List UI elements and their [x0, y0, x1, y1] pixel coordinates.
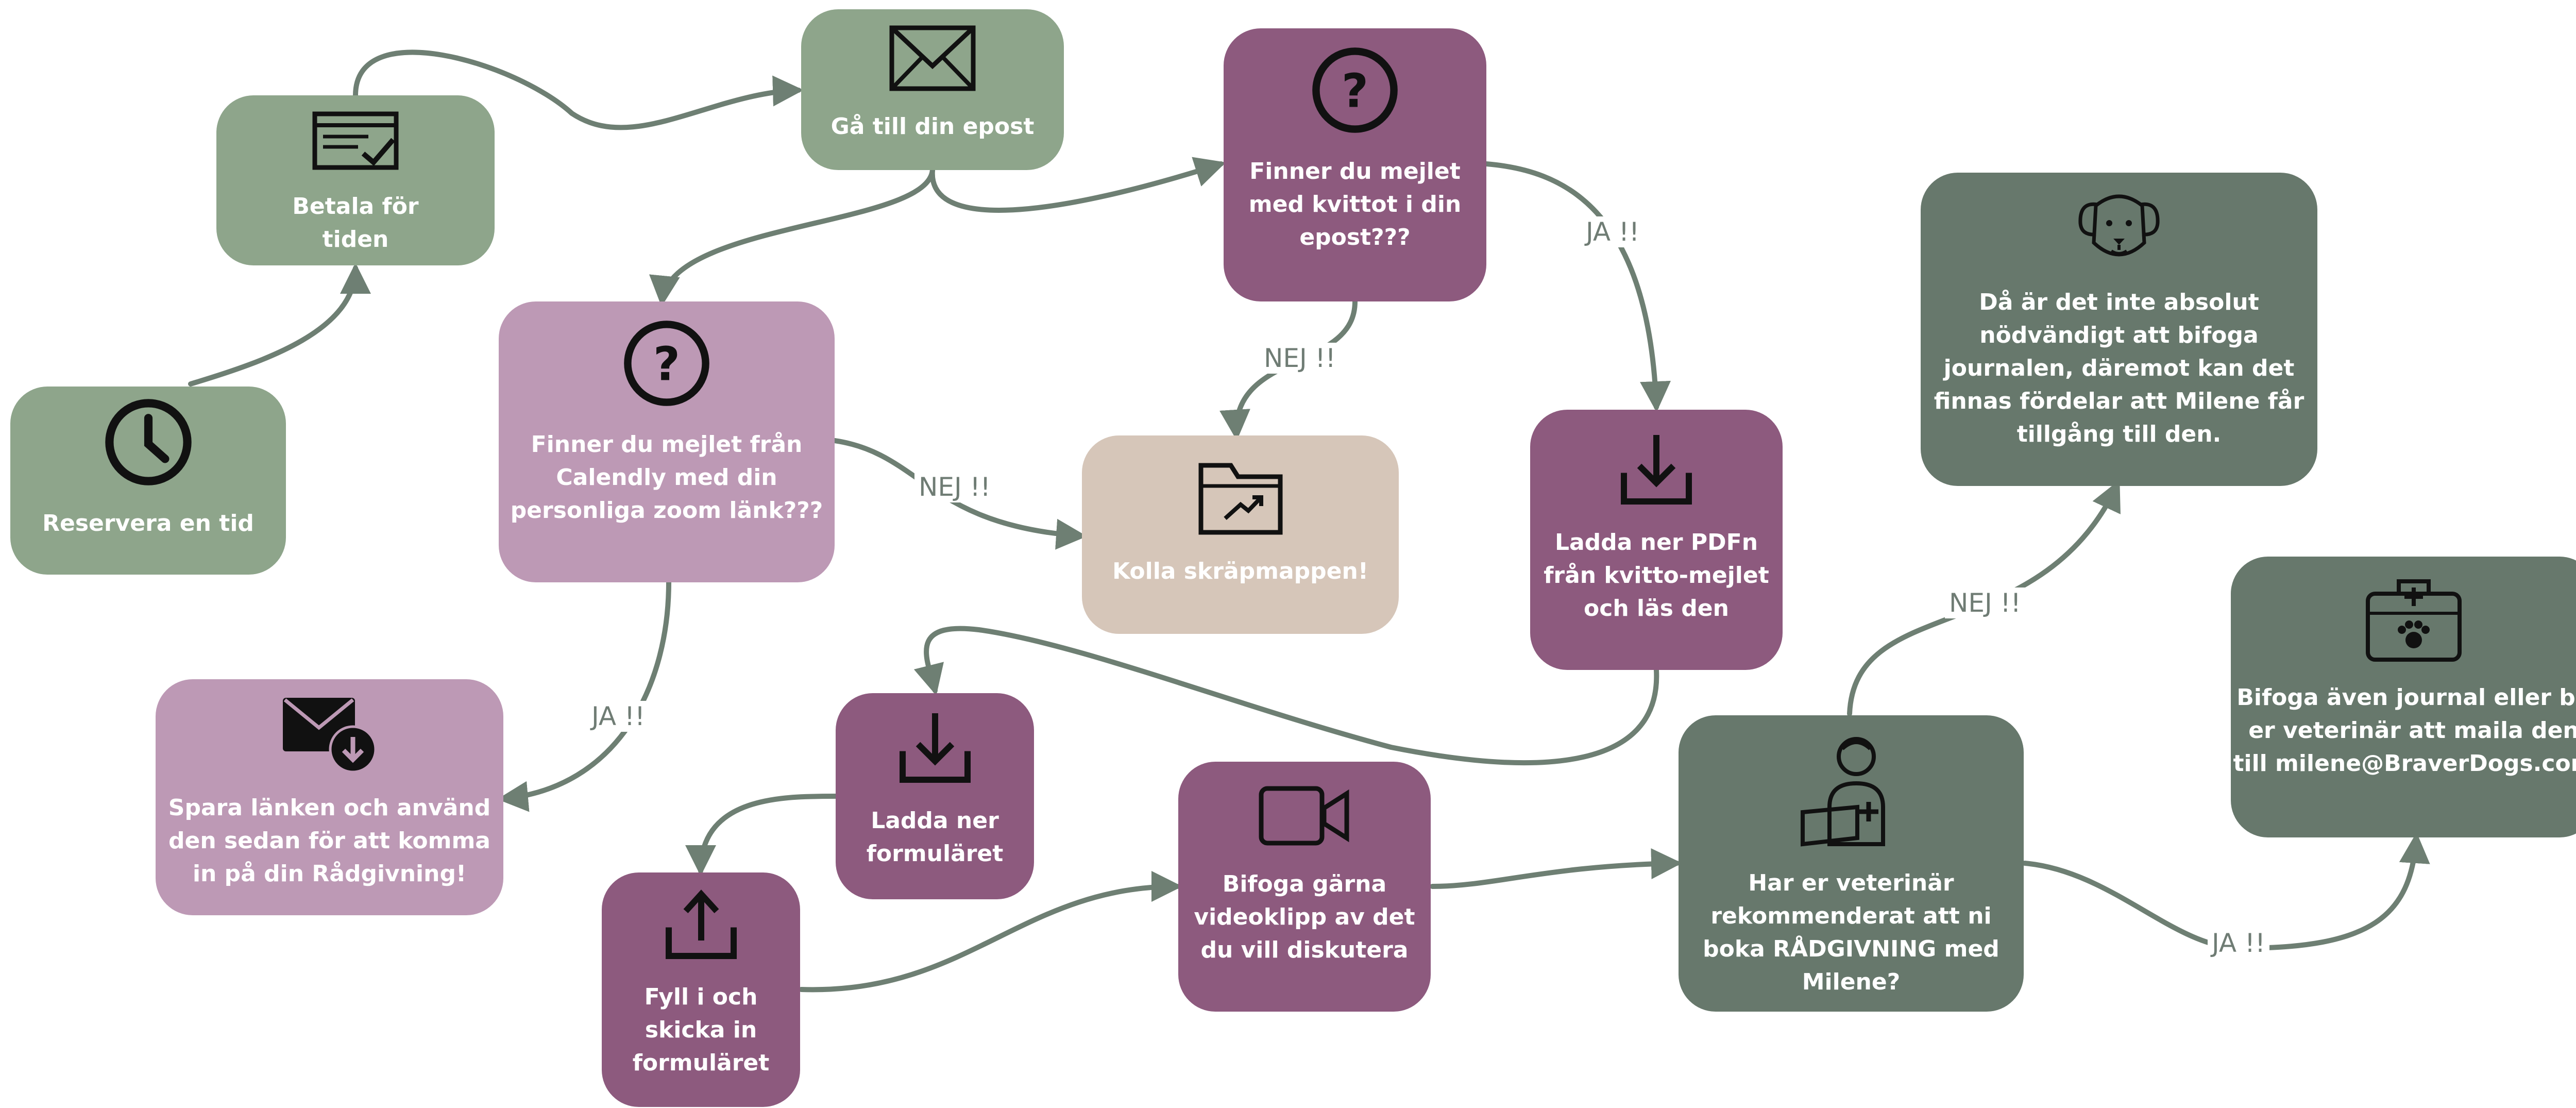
mail-download-icon — [281, 696, 379, 782]
node-find-receipt-label: Finner du mejlet med kvittot i din epost… — [1248, 158, 1462, 250]
invoice-check-icon — [312, 110, 399, 181]
node-download-form: Ladda ner formuläret — [836, 693, 1034, 899]
clock-icon — [102, 396, 195, 498]
node-download-form-label: Ladda ner formuläret — [866, 808, 1004, 867]
connector-reserve-to-pay — [188, 263, 371, 387]
node-attach-journal-label: Bifoga även journal eller be er veterinä… — [2233, 684, 2576, 777]
node-find-calendly: ? Finner du mejlet från Calendly med din… — [499, 301, 835, 582]
edge-label-vet-no: NEJ !! — [1945, 587, 2025, 618]
node-fill-form: Fyll i och skicka in formuläret — [602, 872, 800, 1107]
node-not-needed: Då är det inte absolut nödvändigt att bi… — [1921, 173, 2317, 486]
svg-text:?: ? — [1342, 64, 1368, 118]
pet-first-aid-kit-icon — [2365, 575, 2463, 672]
node-download-pdf: Ladda ner PDFn från kvitto-mejlet och lä… — [1530, 410, 1783, 670]
edge-label-receipt-yes: JA !! — [1582, 216, 1644, 247]
download-icon — [896, 709, 974, 795]
node-reserve-label: Reservera en tid — [42, 510, 254, 536]
edge-label-calendly-yes: JA !! — [587, 701, 650, 732]
node-find-calendly-label: Finner du mejlet från Calendly med din p… — [510, 431, 823, 524]
node-email: Gå till din epost — [801, 9, 1064, 170]
svg-text:?: ? — [653, 337, 680, 391]
upload-icon — [663, 885, 740, 971]
connector-email-to-calendly-question — [649, 167, 935, 307]
connector-email-to-receipt-question — [929, 157, 1226, 213]
connector-pay-to-email — [353, 49, 804, 130]
node-save-link: Spara länken och använd den sedan för at… — [156, 679, 503, 915]
veterinarian-icon — [1800, 730, 1903, 858]
envelope-icon — [889, 25, 976, 101]
node-vet: Har er veterinär rekommenderat att ni bo… — [1679, 715, 2024, 1012]
node-not-needed-label: Då är det inte absolut nödvändigt att bi… — [1934, 289, 2304, 447]
question-icon: ? — [1309, 44, 1401, 146]
download-icon — [1618, 430, 1695, 517]
edge-label-calendly-no: NEJ !! — [914, 472, 995, 502]
node-video-label: Bifoga gärna videoklipp av det du vill d… — [1194, 871, 1415, 963]
connector-fill-form-to-video — [799, 871, 1182, 993]
node-pay-label: Betala för tiden — [292, 193, 419, 253]
node-save-link-label: Spara länken och använd den sedan för at… — [168, 795, 491, 887]
edge-label-vet-yes: JA !! — [2208, 928, 2270, 959]
node-fill-form-label: Fyll i och skicka in formuläret — [632, 984, 770, 1076]
node-email-label: Gå till din epost — [831, 113, 1035, 140]
node-video: Bifoga gärna videoklipp av det du vill d… — [1178, 762, 1431, 1012]
connector-download-form-to-fill-form — [685, 794, 838, 876]
node-download-pdf-label: Ladda ner PDFn från kvitto-mejlet och lä… — [1544, 529, 1769, 622]
node-attach-journal: Bifoga även journal eller be er veterinä… — [2231, 557, 2576, 837]
node-pay: Betala för tiden — [216, 95, 495, 265]
node-spam-label: Kolla skräpmappen! — [1112, 558, 1368, 584]
question-icon: ? — [620, 317, 713, 419]
connector-download-pdf-to-download-form — [913, 626, 1659, 765]
connector-receipt-yes-to-download-pdf — [1484, 161, 1671, 412]
video-camera-icon — [1258, 782, 1351, 859]
node-reserve: Reservera en tid — [10, 387, 286, 575]
connector-calendly-yes-to-save-link — [497, 580, 671, 812]
node-spam: Kolla skräpmappen! — [1082, 435, 1399, 634]
connector-video-to-vet — [1430, 848, 1682, 889]
dog-icon — [2075, 185, 2163, 277]
folder-icon — [1197, 454, 1284, 546]
node-find-receipt: ? Finner du mejlet med kvittot i din epo… — [1224, 28, 1486, 301]
edge-label-receipt-no: NEJ !! — [1260, 343, 1340, 374]
node-vet-label: Har er veterinär rekommenderat att ni bo… — [1703, 870, 1999, 995]
